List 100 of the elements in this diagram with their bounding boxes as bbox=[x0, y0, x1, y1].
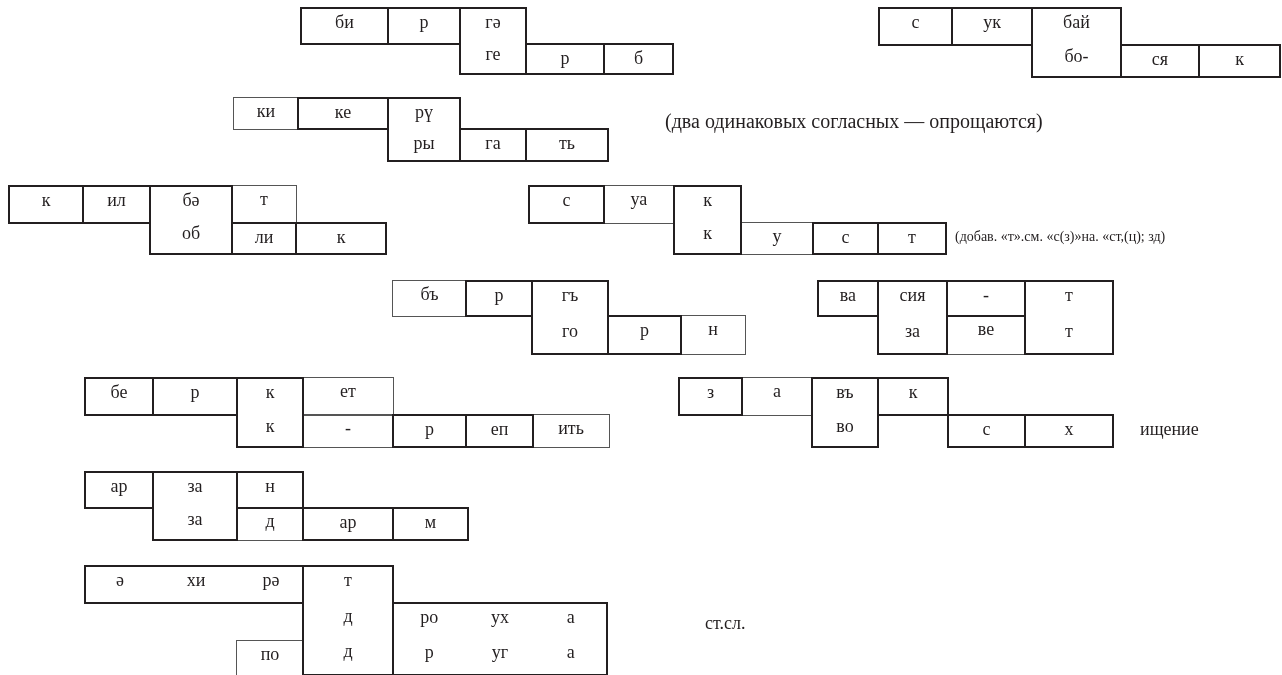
letter-cell bbox=[152, 471, 238, 541]
syllable-text: с bbox=[982, 418, 991, 441]
letter-cell bbox=[678, 377, 743, 416]
syllable-text: за bbox=[187, 475, 203, 498]
syllable-text: ры bbox=[413, 131, 435, 155]
letter-cell bbox=[84, 377, 154, 416]
letter-cell bbox=[231, 185, 297, 224]
syllable-text: бә bbox=[182, 189, 200, 212]
letter-cell bbox=[392, 414, 467, 448]
syllable-text: т bbox=[1065, 319, 1073, 343]
letter-cell bbox=[295, 222, 387, 255]
letter-cell bbox=[878, 7, 953, 46]
letter-cell bbox=[528, 185, 605, 224]
syllable-text: б bbox=[633, 47, 644, 70]
letter-cell bbox=[1024, 280, 1114, 355]
syllable-text: об bbox=[181, 222, 201, 245]
letter-cell bbox=[607, 315, 682, 355]
letter-cell bbox=[297, 97, 389, 130]
letter-cell bbox=[459, 128, 527, 162]
syllable-text: к bbox=[41, 189, 51, 212]
letter-cell bbox=[302, 565, 394, 675]
syllable-text: по bbox=[260, 643, 280, 666]
syllable-text: рә bbox=[262, 569, 280, 592]
syllable-text: бо- bbox=[1064, 44, 1089, 68]
letter-cell bbox=[84, 565, 304, 604]
letter-cell bbox=[947, 414, 1026, 448]
syllable-text: н bbox=[265, 475, 275, 498]
syllable-text: ге bbox=[485, 43, 501, 66]
letter-cell bbox=[302, 507, 394, 541]
letter-cell bbox=[387, 97, 461, 162]
syllable-text: хи bbox=[186, 569, 206, 592]
syllable-text: т bbox=[344, 569, 352, 592]
letter-cell bbox=[152, 377, 238, 416]
syllable-text: ки bbox=[256, 100, 276, 123]
syllable-text: к bbox=[265, 381, 275, 404]
syllable-text: н bbox=[708, 318, 718, 341]
syllable-text: за bbox=[187, 508, 203, 531]
syllable-text: ә bbox=[116, 569, 124, 592]
letter-cell bbox=[300, 7, 389, 45]
syllable-text: а bbox=[566, 641, 575, 664]
syllable-text: - bbox=[983, 284, 989, 307]
syllable-text: ся bbox=[1151, 48, 1169, 71]
note-text: (два одинаковых согласных — опрощаются) bbox=[665, 109, 1043, 135]
syllable-text: бе bbox=[110, 381, 128, 404]
syllable-text: ет bbox=[340, 380, 356, 403]
syllable-text: а bbox=[566, 606, 575, 629]
syllable-text: к bbox=[908, 381, 918, 404]
syllable-text: т bbox=[908, 226, 916, 249]
syllable-text: д bbox=[265, 510, 275, 533]
letter-cell bbox=[302, 377, 394, 416]
syllable-text: р bbox=[424, 641, 434, 664]
syllable-text: т bbox=[260, 188, 268, 211]
letter-cell bbox=[392, 507, 469, 541]
letter-cell bbox=[392, 280, 467, 317]
syllable-text: к bbox=[703, 189, 712, 212]
syllable-text: - bbox=[345, 417, 351, 440]
syllable-text: с bbox=[911, 11, 920, 34]
syllable-text: р bbox=[190, 381, 200, 404]
syllable-text: ть bbox=[558, 132, 576, 155]
letter-cell bbox=[741, 377, 813, 416]
syllable-text: уа bbox=[630, 188, 648, 211]
letter-cell bbox=[525, 43, 605, 75]
syllable-text: ар bbox=[339, 511, 357, 534]
syllable-text: з bbox=[706, 381, 715, 404]
syllable-text: р bbox=[419, 11, 429, 34]
syllable-text: ук bbox=[983, 11, 1001, 34]
letter-cell bbox=[8, 185, 84, 224]
letter-cell bbox=[531, 280, 609, 355]
letter-cell bbox=[84, 471, 154, 509]
letter-cell bbox=[465, 414, 534, 448]
letter-cell bbox=[231, 222, 297, 255]
letter-cell bbox=[1198, 44, 1281, 78]
letter-cell bbox=[236, 640, 304, 675]
letter-cell bbox=[603, 43, 674, 75]
syllable-text: у bbox=[772, 225, 782, 248]
note-text: ст.сл. bbox=[705, 612, 746, 635]
letter-cell bbox=[392, 602, 608, 675]
letter-cell bbox=[525, 128, 609, 162]
syllable-text: уг bbox=[491, 641, 509, 664]
letter-cell bbox=[532, 414, 610, 448]
syllable-text: с bbox=[562, 189, 571, 212]
letter-cell bbox=[740, 222, 814, 255]
syllable-text: р bbox=[640, 319, 649, 342]
syllable-text: ить bbox=[558, 417, 584, 440]
syllable-text: ар bbox=[110, 475, 128, 498]
syllable-text: к bbox=[336, 226, 346, 249]
syllable-text: ли bbox=[254, 226, 274, 249]
syllable-text: рү bbox=[415, 101, 433, 124]
note-text: ищение bbox=[1140, 418, 1199, 441]
syllable-text: еп bbox=[490, 418, 509, 441]
syllable-text: д bbox=[343, 640, 353, 664]
syllable-text: р bbox=[494, 284, 504, 307]
syllable-text: ух bbox=[491, 606, 509, 629]
letter-cell bbox=[1120, 44, 1200, 78]
letter-cell bbox=[812, 222, 879, 255]
letter-cell bbox=[387, 7, 461, 45]
syllable-text: бай bbox=[1063, 11, 1090, 34]
letter-cell bbox=[680, 315, 746, 355]
syllable-text: во bbox=[836, 414, 854, 438]
syllable-text: ке bbox=[334, 101, 352, 124]
